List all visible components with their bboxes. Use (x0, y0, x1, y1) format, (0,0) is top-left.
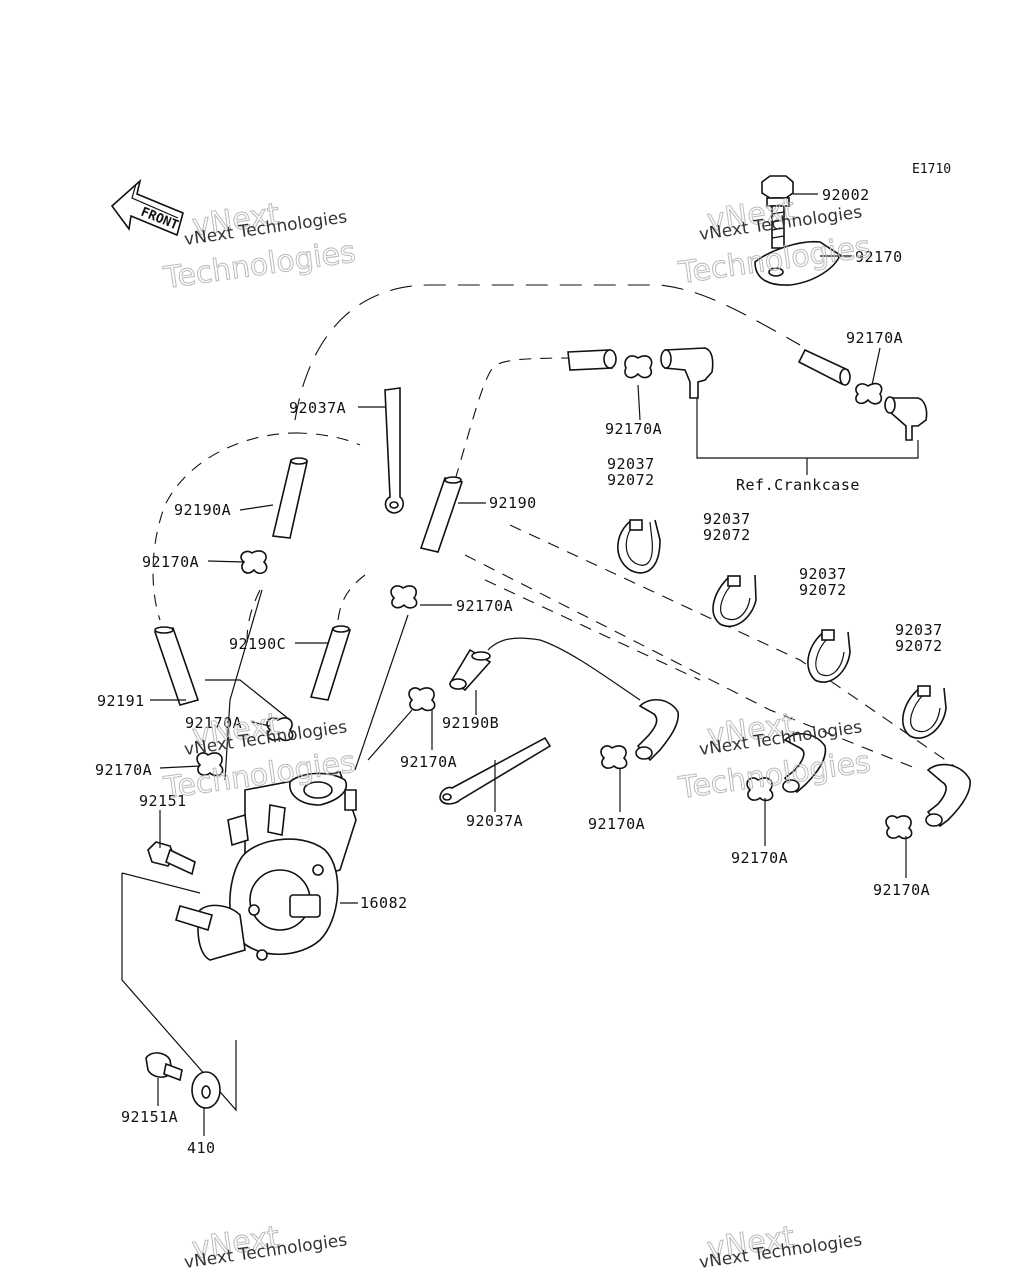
label-92170: 92170 (855, 248, 903, 266)
clamp-pump-2 (196, 752, 224, 777)
bolt-92002 (761, 175, 794, 249)
hose-92191 (153, 626, 200, 706)
elbow-fitting-right (884, 396, 928, 441)
label-410: 410 (187, 1139, 216, 1157)
hose-92190 (419, 476, 464, 553)
hose-92190a (272, 457, 308, 539)
label-16082: 16082 (360, 894, 408, 912)
label-92072-2: 92072 (703, 526, 751, 544)
watermark-mid-right: vNext vNext Technologies Technologies (676, 706, 874, 806)
watermark-bottom-right: vNext vNext Technologies (698, 1219, 864, 1273)
clamp-lower-right-1 (600, 745, 628, 770)
label-92170a-4: 92170A (456, 597, 513, 615)
bolt-92151 (147, 841, 196, 876)
label-92151: 92151 (139, 792, 187, 810)
label-92170a-8: 92170A (588, 815, 645, 833)
hose-top-middle (567, 349, 617, 371)
clamp-top-middle (624, 355, 653, 379)
label-92190b: 92190B (442, 714, 499, 732)
label-92170a-9: 92170A (731, 849, 788, 867)
clamp-mid-1 (390, 585, 418, 609)
leader-lines (150, 193, 907, 1136)
label-92170a-10: 92170A (873, 881, 930, 899)
connector-lines-pump (205, 589, 413, 781)
label-92170a-6: 92170A (400, 753, 457, 771)
bracket-92170 (754, 240, 841, 286)
cable-strap-upper (384, 387, 404, 514)
band-clamp-1 (617, 519, 661, 574)
label-92037a-1: 92037A (289, 399, 346, 417)
elbow-hose-2 (782, 733, 827, 794)
label-92190a: 92190A (174, 501, 231, 519)
label-92037a-2: 92037A (466, 812, 523, 830)
elbow-fitting-top (660, 347, 714, 399)
hose-routing-lines (152, 284, 961, 771)
clamp-pump-1 (266, 717, 294, 742)
label-92072-4: 92072 (895, 637, 943, 655)
label-92190c: 92190C (229, 635, 286, 653)
label-92190: 92190 (489, 494, 537, 512)
hose-92190c (309, 625, 352, 701)
clamp-lower-right-3 (885, 815, 913, 840)
label-92072-3: 92072 (799, 581, 847, 599)
clamp-left-1 (240, 550, 268, 575)
hose-92190b (449, 648, 492, 692)
clamp-mid-2 (408, 687, 436, 712)
label-92151a: 92151A (121, 1108, 178, 1126)
label-92170a-2: 92170A (605, 420, 662, 438)
hose-upper-right (797, 348, 851, 386)
label-92170a-1: 92170A (846, 329, 903, 347)
front-arrow-icon: FRONT (110, 178, 184, 237)
label-92072-1: 92072 (607, 471, 655, 489)
washer-410 (191, 1071, 221, 1109)
label-92170a-5: 92170A (185, 714, 242, 732)
band-clamp-4 (902, 685, 947, 739)
figure-code: E1710 (912, 162, 951, 177)
clamp-upper-right (855, 382, 883, 405)
clamp-lower-right-2 (746, 777, 774, 802)
label-92170a-3: 92170A (142, 553, 199, 571)
label-92037-1: 92037 (607, 455, 655, 473)
ref-crankcase-bracket (696, 398, 919, 475)
elbow-hose-1 (635, 699, 679, 762)
watermark-bottom-left: vNext vNext Technologies (183, 1219, 349, 1273)
detail-bracket-lines (121, 872, 237, 1112)
label-92037-4: 92037 (895, 621, 943, 639)
label-92191: 92191 (97, 692, 145, 710)
label-92037-2: 92037 (703, 510, 751, 528)
label-92037-3: 92037 (799, 565, 847, 583)
bolt-92151a (145, 1052, 183, 1082)
band-clamp-3 (807, 629, 851, 683)
elbow-hose-3 (925, 763, 971, 828)
band-clamp-2 (712, 574, 757, 627)
label-92002: 92002 (822, 186, 870, 204)
watermark-top-left: vNext vNext Technologies Technologies (161, 196, 359, 296)
label-ref-crankcase: Ref.Crankcase (736, 476, 860, 494)
oil-pump-16082 (175, 771, 357, 961)
label-92170a-7: 92170A (95, 761, 152, 779)
